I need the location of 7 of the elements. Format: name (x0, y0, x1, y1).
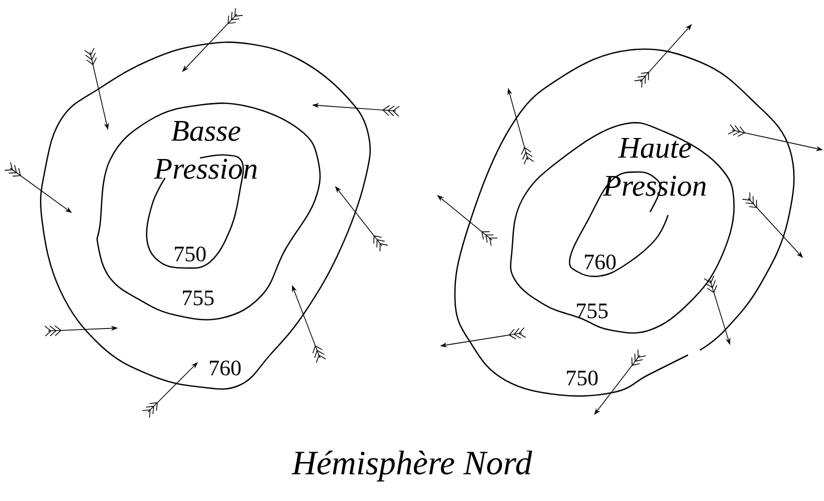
isobar-value: 760 (210, 360, 241, 376)
isobar-value: 750 (174, 246, 206, 262)
isobar-value: 755 (182, 290, 214, 306)
isobar-value: 760 (584, 254, 616, 270)
isobar-value: 755 (576, 304, 608, 318)
caption: Hémisphère Nord (292, 450, 532, 482)
isobar-value: 750 (566, 370, 598, 386)
